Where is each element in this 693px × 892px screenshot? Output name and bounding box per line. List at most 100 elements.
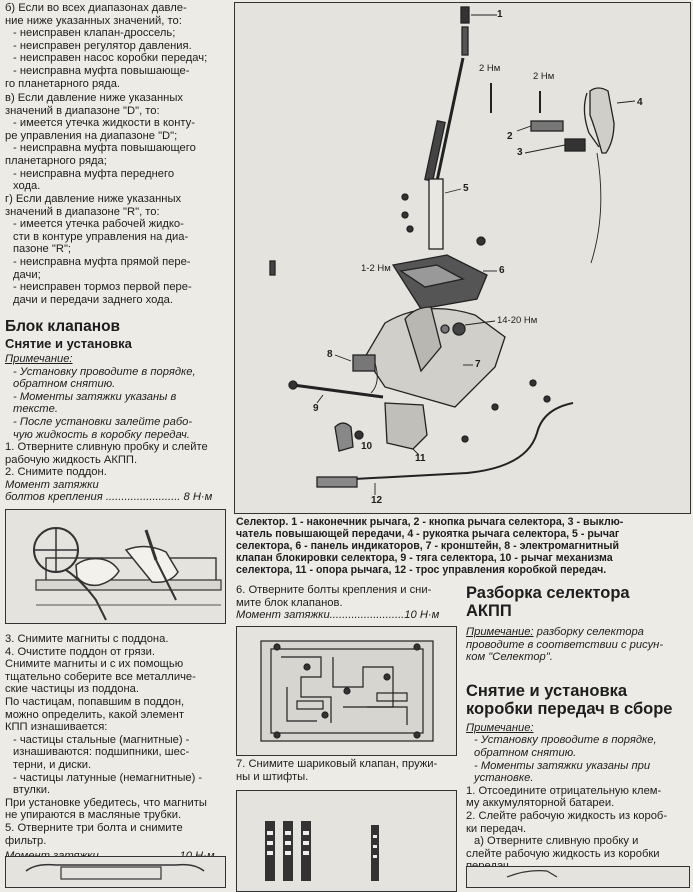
torque-label-2nm-b: 2 Нм bbox=[533, 71, 555, 82]
torque-label: Момент затяжки bbox=[5, 478, 99, 491]
text-line: слейте рабочую жидкость из коробки bbox=[466, 847, 660, 860]
note-line: чую жидкость в коробку передач. bbox=[13, 428, 190, 441]
text-line: рабочую жидкость АКПП. bbox=[5, 453, 138, 466]
text-line: - неисправна муфта переднего bbox=[13, 167, 175, 180]
text-line: - неисправен тормоз первой пере- bbox=[13, 281, 192, 294]
text-line: 3. Снимите магниты с поддона. bbox=[5, 633, 169, 645]
caption-line: чатель повышающей передачи, 4 - рукоятка… bbox=[236, 528, 620, 540]
gearbox-figure bbox=[466, 866, 690, 888]
text-line: дачи и передачи заднего хода. bbox=[13, 293, 173, 306]
text-column-middle-2: 7. Снимите шариковый клапан, пружи- ны и… bbox=[236, 758, 456, 783]
title-line: коробки передач в сборе bbox=[466, 699, 673, 718]
text-line: фильтр. bbox=[5, 834, 47, 847]
callout-2: 2 bbox=[507, 131, 513, 142]
text-line: г) Если давление ниже указанных bbox=[5, 193, 182, 205]
title-line: Снятие и установка bbox=[466, 681, 628, 700]
text-line: По частицам, попавшим в поддон, bbox=[5, 695, 185, 708]
torque-label-2nm-a: 2 Нм bbox=[479, 63, 501, 74]
torque-value: болтов крепления .......................… bbox=[5, 491, 213, 504]
filter-drawing bbox=[25, 863, 205, 880]
note-line: обратном снятию. bbox=[474, 746, 577, 759]
text-column-middle: 6. Отверните болты крепления и сни- мите… bbox=[236, 584, 456, 622]
pan-removal-drawing bbox=[33, 527, 222, 621]
text-line: При установке убедитесь, что магниты bbox=[5, 796, 207, 809]
pan-removal-figure bbox=[5, 509, 226, 624]
text-line: можно определить, какой элемент bbox=[5, 708, 184, 721]
text-line: КПП изнашивается: bbox=[5, 721, 108, 734]
note-label: Примечание: bbox=[5, 353, 73, 365]
callout-9: 9 bbox=[313, 403, 319, 414]
text-line: втулки. bbox=[13, 784, 51, 797]
subsection-title: Снятие и установка bbox=[5, 336, 132, 351]
callout-3: 3 bbox=[517, 147, 523, 158]
text-line: б) Если во всех диапазонах давле- bbox=[5, 2, 187, 14]
note-line: - Моменты затяжки указаны при bbox=[474, 759, 651, 772]
text-line: ки передач. bbox=[466, 822, 527, 835]
callout-6: 6 bbox=[499, 265, 505, 276]
text-line: - неисправен насос коробки передач; bbox=[13, 52, 208, 65]
paragraph-b: б) Если во всех диапазонах давле- ние ни… bbox=[5, 2, 225, 90]
text-line: в) Если давление ниже указанных bbox=[5, 92, 183, 104]
section-title: Блок клапанов bbox=[5, 318, 121, 335]
text-column-right: Разборка селектора АКПП Примечание: разб… bbox=[466, 584, 688, 873]
text-line: ские частицы из поддона. bbox=[5, 683, 139, 696]
ball-valve-figure bbox=[236, 790, 457, 892]
caption-line: селектора, 6 - панель индикаторов, 7 - к… bbox=[236, 540, 619, 552]
callout-4: 4 bbox=[637, 97, 643, 108]
text-line: сти в контуре управления на диа- bbox=[13, 230, 189, 243]
text-line: 1. Отверните сливную пробку и слейте bbox=[5, 441, 208, 453]
note-line: - После установки залейте рабо- bbox=[13, 415, 193, 428]
note-label: Примечание: bbox=[466, 721, 534, 734]
filter-figure bbox=[5, 856, 226, 888]
text-line: 5. Отверните три болта и снимите bbox=[5, 821, 183, 834]
text-line: 7. Снимите шариковый клапан, пружи- bbox=[236, 758, 438, 770]
steps-3-5: 3. Снимите магниты с поддона. 4. Очистит… bbox=[5, 633, 225, 863]
callout-10: 10 bbox=[361, 441, 373, 452]
text-line: - неисправна муфта повышающе- bbox=[13, 64, 190, 77]
title-line: Разборка селектора bbox=[466, 584, 630, 602]
torque-label-1-2nm: 1-2 Нм bbox=[361, 263, 391, 274]
note-selector: Примечание: разборку селектора проводите… bbox=[466, 626, 688, 664]
text-line: тщательно соберите все металличе- bbox=[5, 670, 196, 683]
note-line: - Установку проводите в порядке, bbox=[474, 734, 657, 747]
springs-drawing bbox=[265, 821, 379, 881]
steps-1-2: 1. Отверните сливную пробку и слейте раб… bbox=[5, 441, 225, 504]
callout-1: 1 bbox=[497, 9, 503, 20]
note-text: разборку селектора bbox=[533, 626, 644, 638]
text-line: 2. Слейте рабочую жидкость из короб- bbox=[466, 809, 668, 822]
callout-8: 8 bbox=[327, 349, 333, 360]
text-line: - неисправна муфта прямой пере- bbox=[13, 255, 191, 268]
callout-11: 11 bbox=[415, 453, 426, 464]
gearbox-drawing bbox=[506, 870, 558, 878]
torque-label-14-20nm: 14-20 Нм bbox=[497, 315, 538, 326]
note-line: установке. bbox=[474, 772, 534, 785]
text-line: го планетарного ряда. bbox=[5, 77, 121, 90]
paragraph-v: в) Если давление ниже указанных значений… bbox=[5, 92, 225, 193]
text-line: 1. Отсоедините отрицательную клем- bbox=[466, 784, 662, 797]
text-line: хода. bbox=[13, 180, 41, 193]
title-line: АКПП bbox=[466, 602, 512, 620]
note-line: - Моменты затяжки указаны в bbox=[13, 390, 177, 403]
text-line: значений в диапазоне "D", то: bbox=[5, 104, 160, 117]
text-line: - неисправна муфта повышающего bbox=[13, 142, 196, 155]
text-line: - имеется утечка жидкости в конту- bbox=[13, 117, 195, 130]
note-line: проводите в соответствии с рисун- bbox=[466, 638, 664, 651]
text-line: 4. Очистите поддон от грязи. bbox=[5, 645, 156, 658]
note-label: Примечание: bbox=[466, 626, 534, 638]
note-line: ком "Селектор". bbox=[466, 651, 553, 664]
text-line: - неисправен клапан-дроссель; bbox=[13, 27, 176, 40]
note-line: обратном снятию. bbox=[13, 378, 116, 391]
caption-line: Селектор. 1 - наконечник рычага, 2 - кно… bbox=[236, 516, 624, 528]
note-line: - Установку проводите в порядке, bbox=[13, 365, 196, 378]
callout-12: 12 bbox=[371, 495, 383, 506]
text-line: планетарного ряда; bbox=[5, 154, 107, 167]
text-line: 6. Отверните болты крепления и сни- bbox=[236, 584, 432, 596]
text-line: - частицы стальные (магнитные) - bbox=[13, 733, 190, 746]
text-line: а) Отверните сливную пробку и bbox=[474, 835, 639, 848]
text-line: ние ниже указанных значений, то: bbox=[5, 14, 182, 27]
note-removal: Примечание: - Установку проводите в поря… bbox=[466, 722, 688, 785]
text-line: пазоне "R"; bbox=[13, 243, 72, 256]
text-line: значений в диапазоне "R", то: bbox=[5, 205, 160, 218]
selector-drawing bbox=[269, 6, 636, 495]
valve-body-drawing bbox=[260, 640, 434, 742]
